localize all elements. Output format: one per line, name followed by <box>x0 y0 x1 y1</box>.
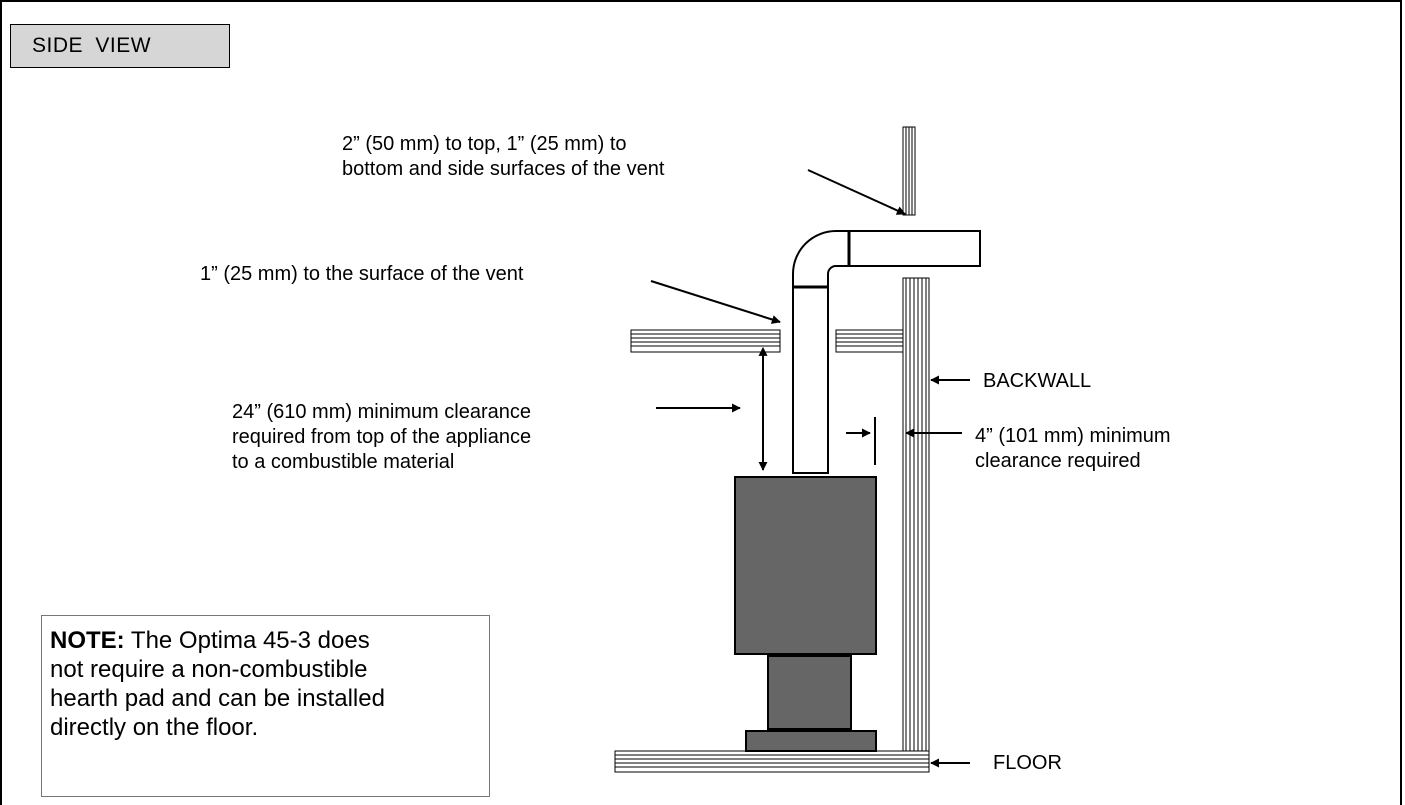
note-box: NOTE: The Optima 45-3 does not require a… <box>41 615 490 797</box>
note-heading: NOTE: <box>50 627 125 654</box>
floor <box>614 750 930 773</box>
note-line2: not require a non-combustible <box>50 656 368 683</box>
upper-wall-stub <box>902 126 916 216</box>
label-top-clearance-line1: 2” (50 mm) to top, 1” (25 mm) to <box>342 133 627 155</box>
backwall <box>902 277 930 752</box>
leader-arrows <box>650 169 970 768</box>
arrow-top-clearance <box>807 169 906 215</box>
arrow-vent-surface <box>650 280 781 324</box>
view-title: SIDE VIEW <box>10 24 230 68</box>
note-line3: hearth pad and can be installed <box>50 685 385 712</box>
ceiling-right <box>835 329 904 353</box>
label-min-clearance-line1: 24” (610 mm) minimum clearance <box>232 401 531 423</box>
label-back-clearance-line2: clearance required <box>975 450 1141 472</box>
vent-pipe <box>792 230 981 474</box>
label-top-clearance-line2: bottom and side surfaces of the vent <box>342 158 665 180</box>
note-line1-text: The Optima 45-3 does <box>124 627 370 654</box>
stove-appliance <box>734 476 877 752</box>
note-line4: directly on the floor. <box>50 714 259 741</box>
label-min-clearance-line2: required from top of the appliance <box>232 426 532 448</box>
label-min-clearance-line3: to a combustible material <box>232 451 455 473</box>
label-floor: FLOOR <box>993 752 1062 774</box>
ceiling-left <box>630 329 781 353</box>
note-line1: NOTE: The Optima 45-3 does <box>50 626 489 655</box>
label-back-clearance-line1: 4” (101 mm) minimum <box>975 425 1171 447</box>
label-backwall: BACKWALL <box>983 370 1092 392</box>
label-vent-surface: 1” (25 mm) to the surface of the vent <box>200 263 524 285</box>
